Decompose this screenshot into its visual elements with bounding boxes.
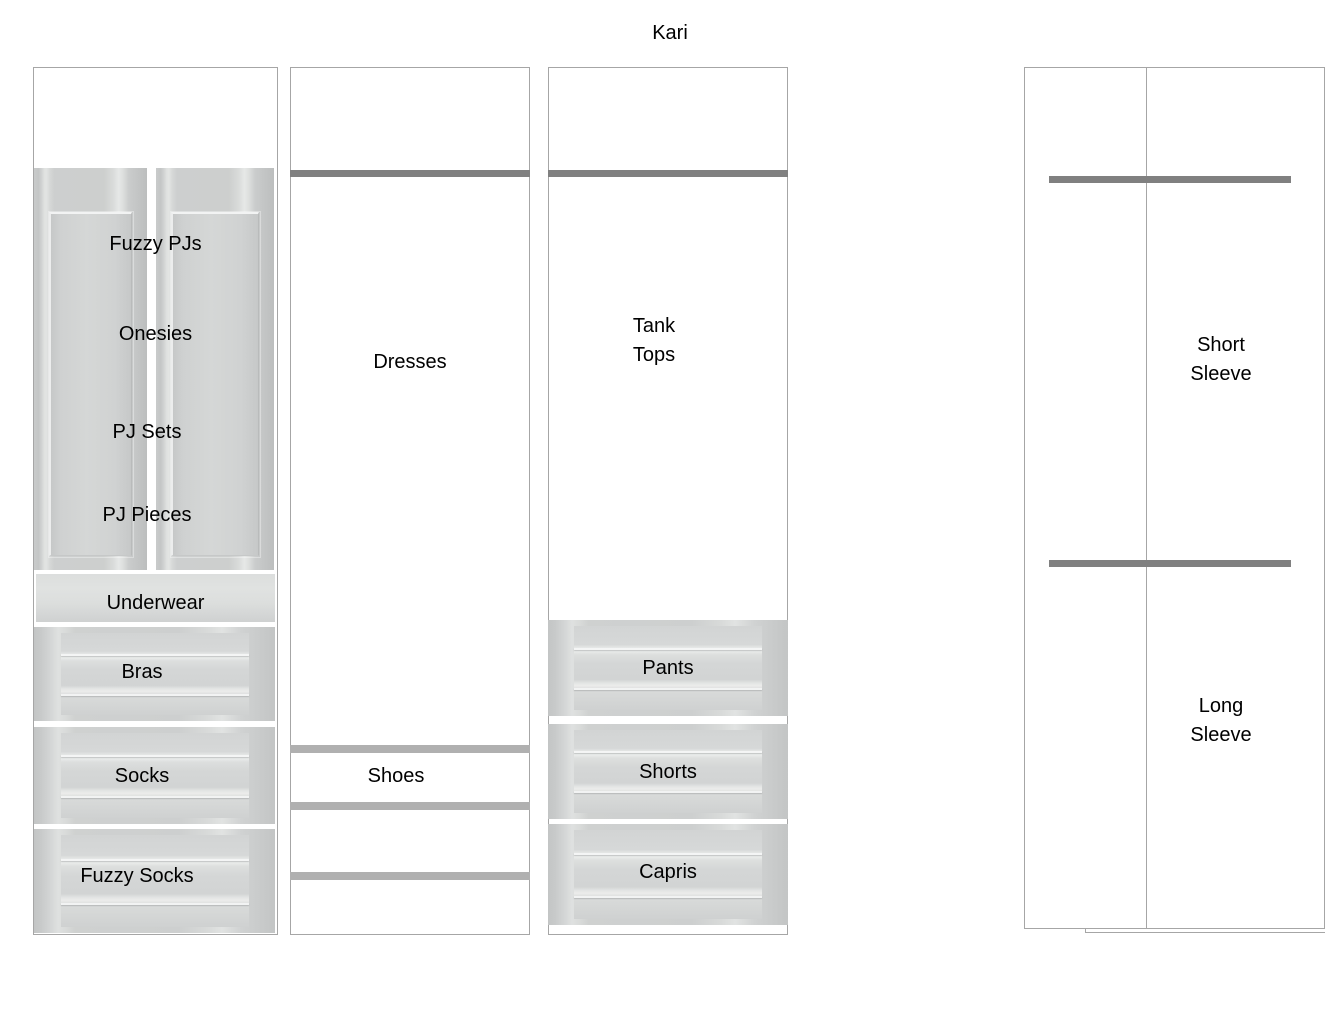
drawer-ridge-top: [60, 654, 249, 657]
drawer-ridge-bottom: [574, 895, 762, 898]
hanging-rod-tank-tops: [548, 170, 788, 177]
drawer-ridge-top: [574, 853, 762, 856]
drawer-capris[interactable]: [548, 824, 788, 925]
drawer-fuzzy-socks[interactable]: [34, 829, 275, 933]
drawer-ridge-top: [574, 751, 762, 754]
cabinet-door-left[interactable]: [34, 168, 147, 570]
drawer-face-capris: [574, 830, 762, 919]
sleeve-tower-base-step: [1085, 932, 1325, 933]
drawer-ridge-bottom: [574, 791, 762, 794]
page-title: Kari: [652, 22, 688, 44]
drawer-ridge-top: [574, 647, 762, 650]
drawer-face-pants: [574, 625, 762, 711]
door-panel-inset-right: [170, 211, 262, 558]
drawer-face-fuzzy-socks: [60, 835, 249, 927]
shoe-shelf-3: [290, 872, 530, 880]
drawer-face-bras: [60, 632, 249, 716]
cabinet-door-right[interactable]: [156, 168, 274, 570]
unit-sleeve-tower[interactable]: [1024, 67, 1325, 929]
drawer-ridge-bottom: [60, 693, 249, 696]
sleeve-tower-base-step-riser: [1085, 929, 1086, 933]
drawer-face-socks: [60, 732, 249, 819]
drawer-underwear[interactable]: [36, 574, 275, 622]
hanging-rod-dresses: [290, 170, 530, 177]
sleeve-tower-divider: [1146, 67, 1147, 929]
drawer-shorts[interactable]: [548, 724, 788, 819]
shoe-shelf-2: [290, 802, 530, 810]
drawer-ridge-bottom: [574, 687, 762, 690]
drawer-pants[interactable]: [548, 620, 788, 716]
hanging-rod-long-sleeve: [1049, 560, 1291, 567]
shoe-shelf-1: [290, 745, 530, 753]
drawer-bras[interactable]: [34, 627, 275, 721]
unit-dresses-shoes-tower[interactable]: [290, 67, 530, 935]
drawer-ridge-top: [60, 755, 249, 757]
door-panel-inset-left: [47, 211, 134, 558]
hanging-rod-short-sleeve: [1049, 176, 1291, 183]
drawer-socks[interactable]: [34, 727, 275, 824]
drawer-ridge-top: [60, 859, 249, 862]
drawer-ridge-bottom: [60, 795, 249, 798]
drawer-face-shorts: [574, 729, 762, 814]
drawer-ridge-bottom: [60, 902, 249, 905]
